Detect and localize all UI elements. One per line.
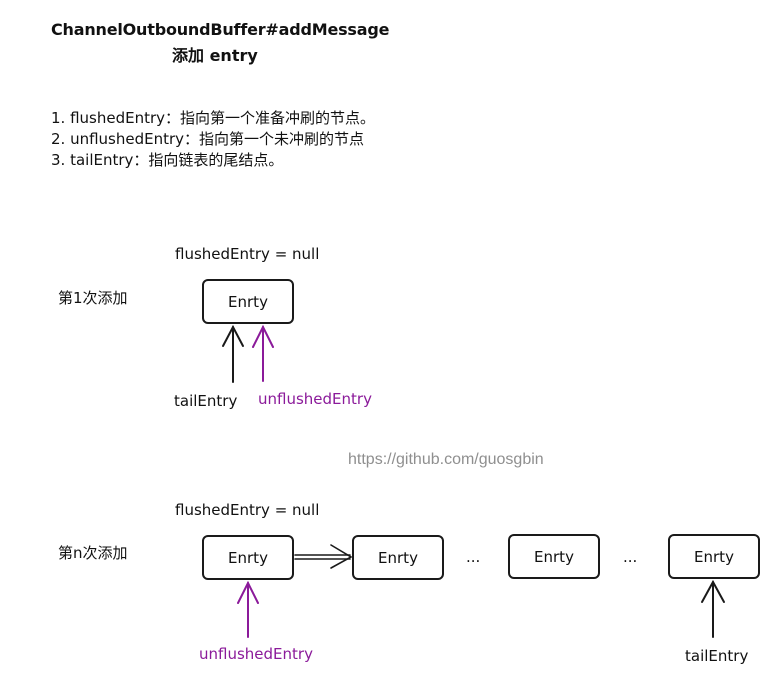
note-unflushed-entry: 2. unflushedEntry：指向第一个未冲刷的节点 [51,130,365,148]
tail-entry-arrow [222,324,244,383]
scenario2-tail-label: tailEntry [685,647,749,665]
unflushed-entry-arrow [252,324,274,382]
scenario2-entry-node-1: Enrty [202,535,294,580]
entry-node-label: Enrty [534,547,574,566]
scenario2-label: 第n次添加 [58,544,128,562]
diagram-subtitle: 添加 entry [172,46,258,65]
note-flushed-entry: 1. flushedEntry：指向第一个准备冲刷的节点。 [51,109,376,127]
tail-entry-arrow-2 [701,579,725,638]
scenario2-entry-node-tail: Enrty [668,534,760,579]
scenario1-tail-label: tailEntry [174,392,238,410]
scenario2-unflushed-label: unflushedEntry [199,645,313,663]
scenario1-label: 第1次添加 [58,289,128,307]
entry-node-label: Enrty [694,547,734,566]
diagram-title: ChannelOutboundBuffer#addMessage [51,20,390,39]
entry-node-label: Enrty [378,548,418,567]
entry-node-label: Enrty [228,292,268,311]
scenario1-entry-node: Enrty [202,279,294,324]
scenario2-flushed-label: flushedEntry = null [175,501,320,519]
ellipsis-1: ... [466,548,481,566]
ellipsis-2: ... [623,548,638,566]
scenario2-entry-node-3: Enrty [508,534,600,579]
scenario1-unflushed-label: unflushedEntry [258,390,372,408]
next-link-arrow [294,544,353,569]
scenario2-entry-node-2: Enrty [352,535,444,580]
note-tail-entry: 3. tailEntry：指向链表的尾结点。 [51,151,284,169]
unflushed-entry-arrow-2 [237,580,259,638]
scenario1-flushed-label: flushedEntry = null [175,245,320,263]
watermark: https://github.com/guosgbin [348,451,544,468]
entry-node-label: Enrty [228,548,268,567]
